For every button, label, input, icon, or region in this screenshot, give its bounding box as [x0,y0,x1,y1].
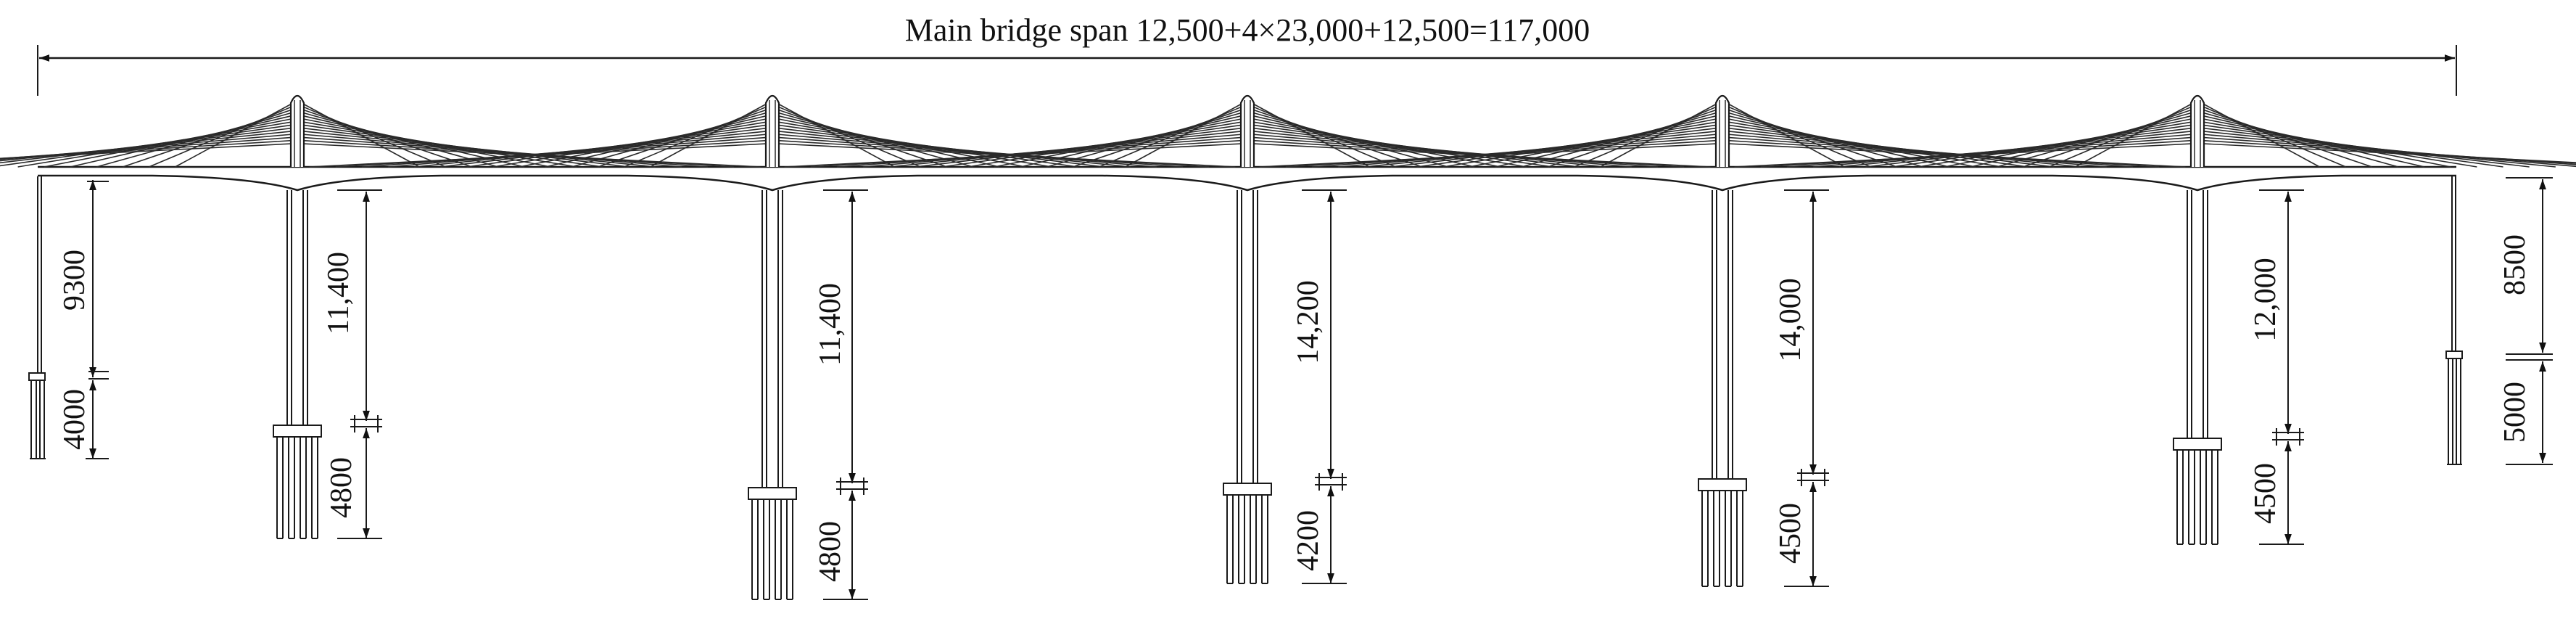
tower-dimensions: 14,000 4500 [1774,190,1829,586]
pier [2187,190,2208,438]
pile-foundation [1223,483,1271,583]
tower-dimensions: 11,400 4800 [322,190,382,538]
tower-5: 12,000 4500 [1735,96,2576,544]
stay-cables [785,103,1711,167]
tower-pier-height-label: 11,400 [322,252,355,335]
pier [1712,190,1733,479]
tower-foundation-height-label: 4500 [2249,463,2282,524]
tower-4: 14,000 4500 [1260,96,2186,586]
pylon [766,96,779,167]
pylon [2191,96,2204,167]
pile-foundation [2174,438,2221,544]
tower-foundation-height-label: 4800 [325,457,358,518]
stay-cables [1735,103,2576,167]
pile-foundation [273,425,321,538]
tower-pier-height-label: 12,000 [2249,258,2282,342]
pile-foundation [748,488,796,599]
pylon [1716,96,1729,167]
bridge-deck [38,167,2456,190]
tower-dimensions: 14,200 4200 [1292,190,1347,583]
right-abutment-pier-height: 8500 [2498,234,2532,295]
left-abutment [29,176,46,459]
tower-foundation-height-label: 4200 [1292,510,1325,571]
pylon [291,96,304,167]
tower-pier-height-label: 14,200 [1292,280,1325,364]
pier [762,190,783,488]
pile-foundation [1698,479,1746,586]
tower-dimensions: 12,000 4500 [2249,190,2304,544]
overall-span-label: Main bridge span 12,500+4×23,000+12,500=… [905,12,1590,48]
tower-foundation-height-label: 4800 [814,521,847,582]
pier [287,190,307,425]
tower-foundation-height-label: 4500 [1774,503,1807,564]
pylon [1241,96,1254,167]
right-abutment [2446,176,2462,464]
left-abutment-pier-height: 9300 [58,250,91,311]
overall-span-dimension: Main bridge span 12,500+4×23,000+12,500=… [38,12,2456,96]
towers: 11,400 4800 11,400 4800 14,200 4200 14,000 4500… [0,96,2576,599]
tower-3: 14,200 4200 [785,96,1711,583]
right-abutment-foundation-height: 5000 [2498,382,2532,443]
tower-pier-height-label: 14,000 [1774,278,1807,362]
left-abutment-dimensions: 9300 4000 [58,180,109,459]
left-abutment-foundation-height: 4000 [58,389,91,450]
pier [1237,190,1258,483]
tower-pier-height-label: 11,400 [814,283,847,366]
tower-2: 11,400 4800 [310,96,1236,599]
right-abutment-dimensions: 8500 5000 [2498,178,2553,464]
tower-dimensions: 11,400 4800 [814,190,868,599]
tower-1: 11,400 4800 [0,96,760,538]
stay-cables [310,103,1236,167]
